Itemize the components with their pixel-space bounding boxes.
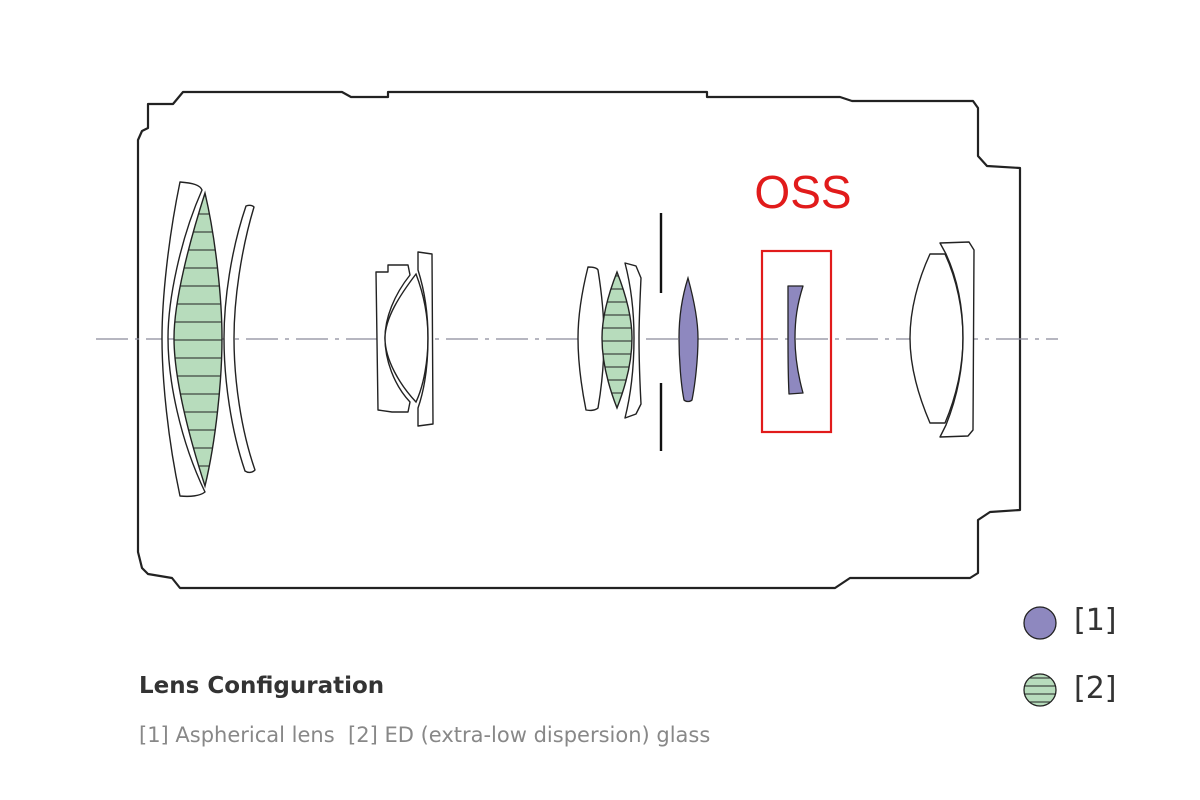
legend-label-aspherical: [1] (1074, 603, 1117, 638)
front-thin-meniscus-lens (223, 204, 256, 474)
aspherical-swatch-icon (1023, 606, 1057, 640)
aspherical-lens (678, 275, 699, 403)
oss-highlight-box (760, 249, 833, 434)
front-meniscus-lens (161, 181, 206, 498)
ed-glass-swatch-icon (1023, 673, 1057, 707)
oss-label: OSS (754, 166, 851, 218)
third-group-meniscus-lens (624, 262, 642, 419)
caption-title: Lens Configuration (139, 673, 385, 699)
second-group-rear-element (417, 251, 434, 427)
legend-label-ed-glass: [2] (1074, 671, 1117, 706)
third-group-biconvex-lens (577, 266, 605, 412)
caption-description: [1] Aspherical lens [2] ED (extra-low di… (139, 723, 711, 747)
oss-aspherical-lens (787, 285, 804, 395)
third-group-ed-lens (601, 270, 633, 410)
rear-meniscus-lens (939, 241, 975, 438)
